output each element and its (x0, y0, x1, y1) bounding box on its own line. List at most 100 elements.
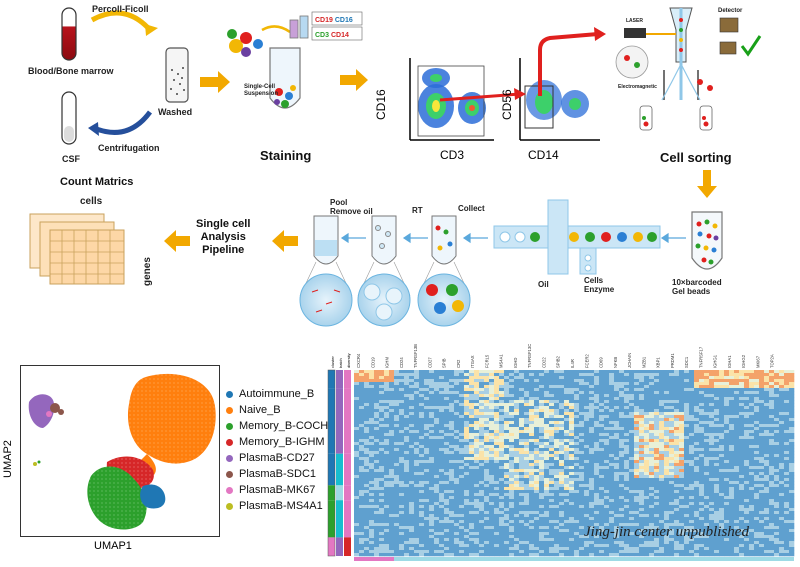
single-cell-label: Single-Cell Suspension (244, 84, 284, 98)
heatmap-gene-label: IGHM (385, 357, 390, 368)
heatmap-gene-label: CD69 (599, 357, 604, 368)
heatmap-gene-label: TNFRSF13B (413, 344, 418, 368)
detector-label: Detector (718, 8, 742, 14)
heatmap-gene-label: CD22 (541, 357, 546, 368)
flow-arrow-left (272, 230, 298, 252)
legend-label: PlasmaB-CD27 (239, 452, 315, 464)
flow-arrow-1 (200, 71, 230, 93)
cell-sorter-icon (616, 8, 760, 130)
csf-label: CSF (62, 154, 80, 164)
flow-plot-cd56-cd14 (520, 58, 600, 140)
blood-tube-icon (62, 8, 76, 60)
legend-dot (226, 407, 233, 414)
heatmap-gene-label: MZB1 (641, 356, 646, 368)
barcoded-tube-icon (692, 212, 722, 269)
collect-tube-icon (432, 216, 456, 264)
flow-arrow-left-2 (164, 230, 190, 252)
antibody-cells-icon (227, 29, 263, 57)
cluster-plasmab-cd27 (29, 394, 55, 428)
barcoded-label: 10×barcoded Gel beads (672, 278, 722, 296)
heatmap-gene-label: ITGAX (470, 355, 475, 368)
pool-tube-icon (314, 216, 338, 264)
heatmap-gene-label: FCRL5 (484, 354, 489, 368)
legend-dot (226, 487, 233, 494)
legend-item-plasmab-cd27: PlasmaB-CD27 (226, 452, 315, 464)
cd16-axis-label: CD16 (374, 89, 388, 120)
heatmap-watermark: Jing-jin center unpublished (584, 524, 749, 541)
heatmap-gene-label: IGHG1 (713, 354, 718, 368)
heatmap-gene-label: CXCR4 (356, 353, 361, 368)
heatmap-gene-label: IGHD (513, 358, 518, 368)
collect-label: Collect (458, 204, 485, 213)
cd56-axis-label: CD56 (500, 89, 514, 120)
heatmap-gene-label: XBP1 (656, 357, 661, 368)
legend-dot (226, 503, 233, 510)
rt-label: RT (412, 206, 423, 215)
washed-tube-icon (166, 48, 188, 102)
heatmap-gene-label: IL4R (570, 359, 575, 368)
rt-tube-icon (372, 216, 396, 264)
cell-sorting-title: Cell sorting (660, 150, 732, 165)
heatmap-gene-label: MKI67 (755, 355, 760, 368)
pipeline-label: Single cell Analysis Pipeline (196, 218, 250, 257)
heatmap-side-label: cluster (330, 356, 335, 368)
staining-tube-icon (270, 48, 300, 108)
microfluidic-chip-icon (494, 200, 660, 274)
csf-tube-icon (62, 92, 76, 144)
cluster-naive-b (128, 374, 216, 464)
heatmap-gene-label: TNFRSF13C (527, 344, 532, 368)
cells-label: cells (80, 196, 102, 207)
count-matrics-title: Count Matrics (60, 176, 133, 188)
percoll-label: Percoll-Ficoll (92, 4, 149, 14)
laser-label: LASER (626, 18, 643, 24)
cd3-axis-label: CD3 (440, 148, 464, 162)
staining-title: Staining (260, 148, 311, 163)
rt-dish-icon (358, 262, 410, 326)
electromagnet-label: Electromagnetic (618, 84, 657, 90)
legend-dot (226, 439, 233, 446)
collect-dish-icon (418, 262, 470, 326)
legend-label: Naive_B (239, 404, 281, 416)
cluster-plasmab-mk67 (46, 411, 52, 417)
svg-text:CD19 CD16: CD19 CD16 (315, 17, 353, 24)
legend-dot (226, 455, 233, 462)
svg-text:CD3 CD14: CD3 CD14 (315, 32, 349, 39)
legend-label: Autoimmune_B (239, 388, 314, 400)
heatmap-side-label: batch (338, 358, 343, 368)
genes-label: genes (142, 257, 153, 286)
pool-label: Pool Remove oil (330, 198, 373, 216)
antibody-tags: CD19 CD16 CD3 CD14 (312, 12, 362, 40)
heatmap-gene-label: IGHG2 (741, 354, 746, 368)
heatmap-gene-label: CD19 (370, 357, 375, 368)
heatmap-gene-label: TOP2A (770, 354, 775, 368)
legend-item-plasmab-mk67: PlasmaB-MK67 (226, 484, 315, 496)
percoll-curved-arrow (92, 13, 150, 30)
cd14-axis-label: CD14 (528, 148, 559, 162)
centrifugation-curved-arrow (94, 112, 150, 132)
blood-label: Blood/Bone marrow (28, 66, 114, 76)
legend-label: PlasmaB-SDC1 (239, 468, 316, 480)
legend-label: Memory_B-COCH (239, 420, 328, 432)
heatmap-gene-label: MS4A1 (499, 354, 504, 368)
antibody-bottle-icon (290, 16, 308, 38)
legend-label: Memory_B-IGHM (239, 436, 325, 448)
heatmap-gene-label: SDC1 (684, 356, 689, 368)
heatmap-gene-label: SPIB (442, 358, 447, 368)
umap-xlabel: UMAP1 (94, 540, 132, 552)
heatmap-gene-label: CD24 (399, 357, 404, 368)
cells-enzyme-label: Cells Enzyme (584, 276, 614, 294)
heatmap-gene-label: NFKB (613, 357, 618, 368)
legend-item-autoimmune-b: Autoimmune_B (226, 388, 314, 400)
oil-label: Oil (538, 280, 549, 289)
count-matrix-icon (30, 214, 124, 284)
legend-dot (226, 423, 233, 430)
umap-ylabel: UMAP2 (2, 440, 14, 478)
flow-arrow-2 (340, 69, 368, 91)
heatmap-gene-label: CD27 (427, 357, 432, 368)
legend-label: PlasmaB-MS4A1 (239, 500, 323, 512)
flow-arrow-down (697, 170, 717, 198)
centrifugation-label: Centrifugation (98, 143, 160, 153)
umap-panel (20, 365, 220, 537)
heatmap-gene-label: JCHAIN (627, 353, 632, 368)
